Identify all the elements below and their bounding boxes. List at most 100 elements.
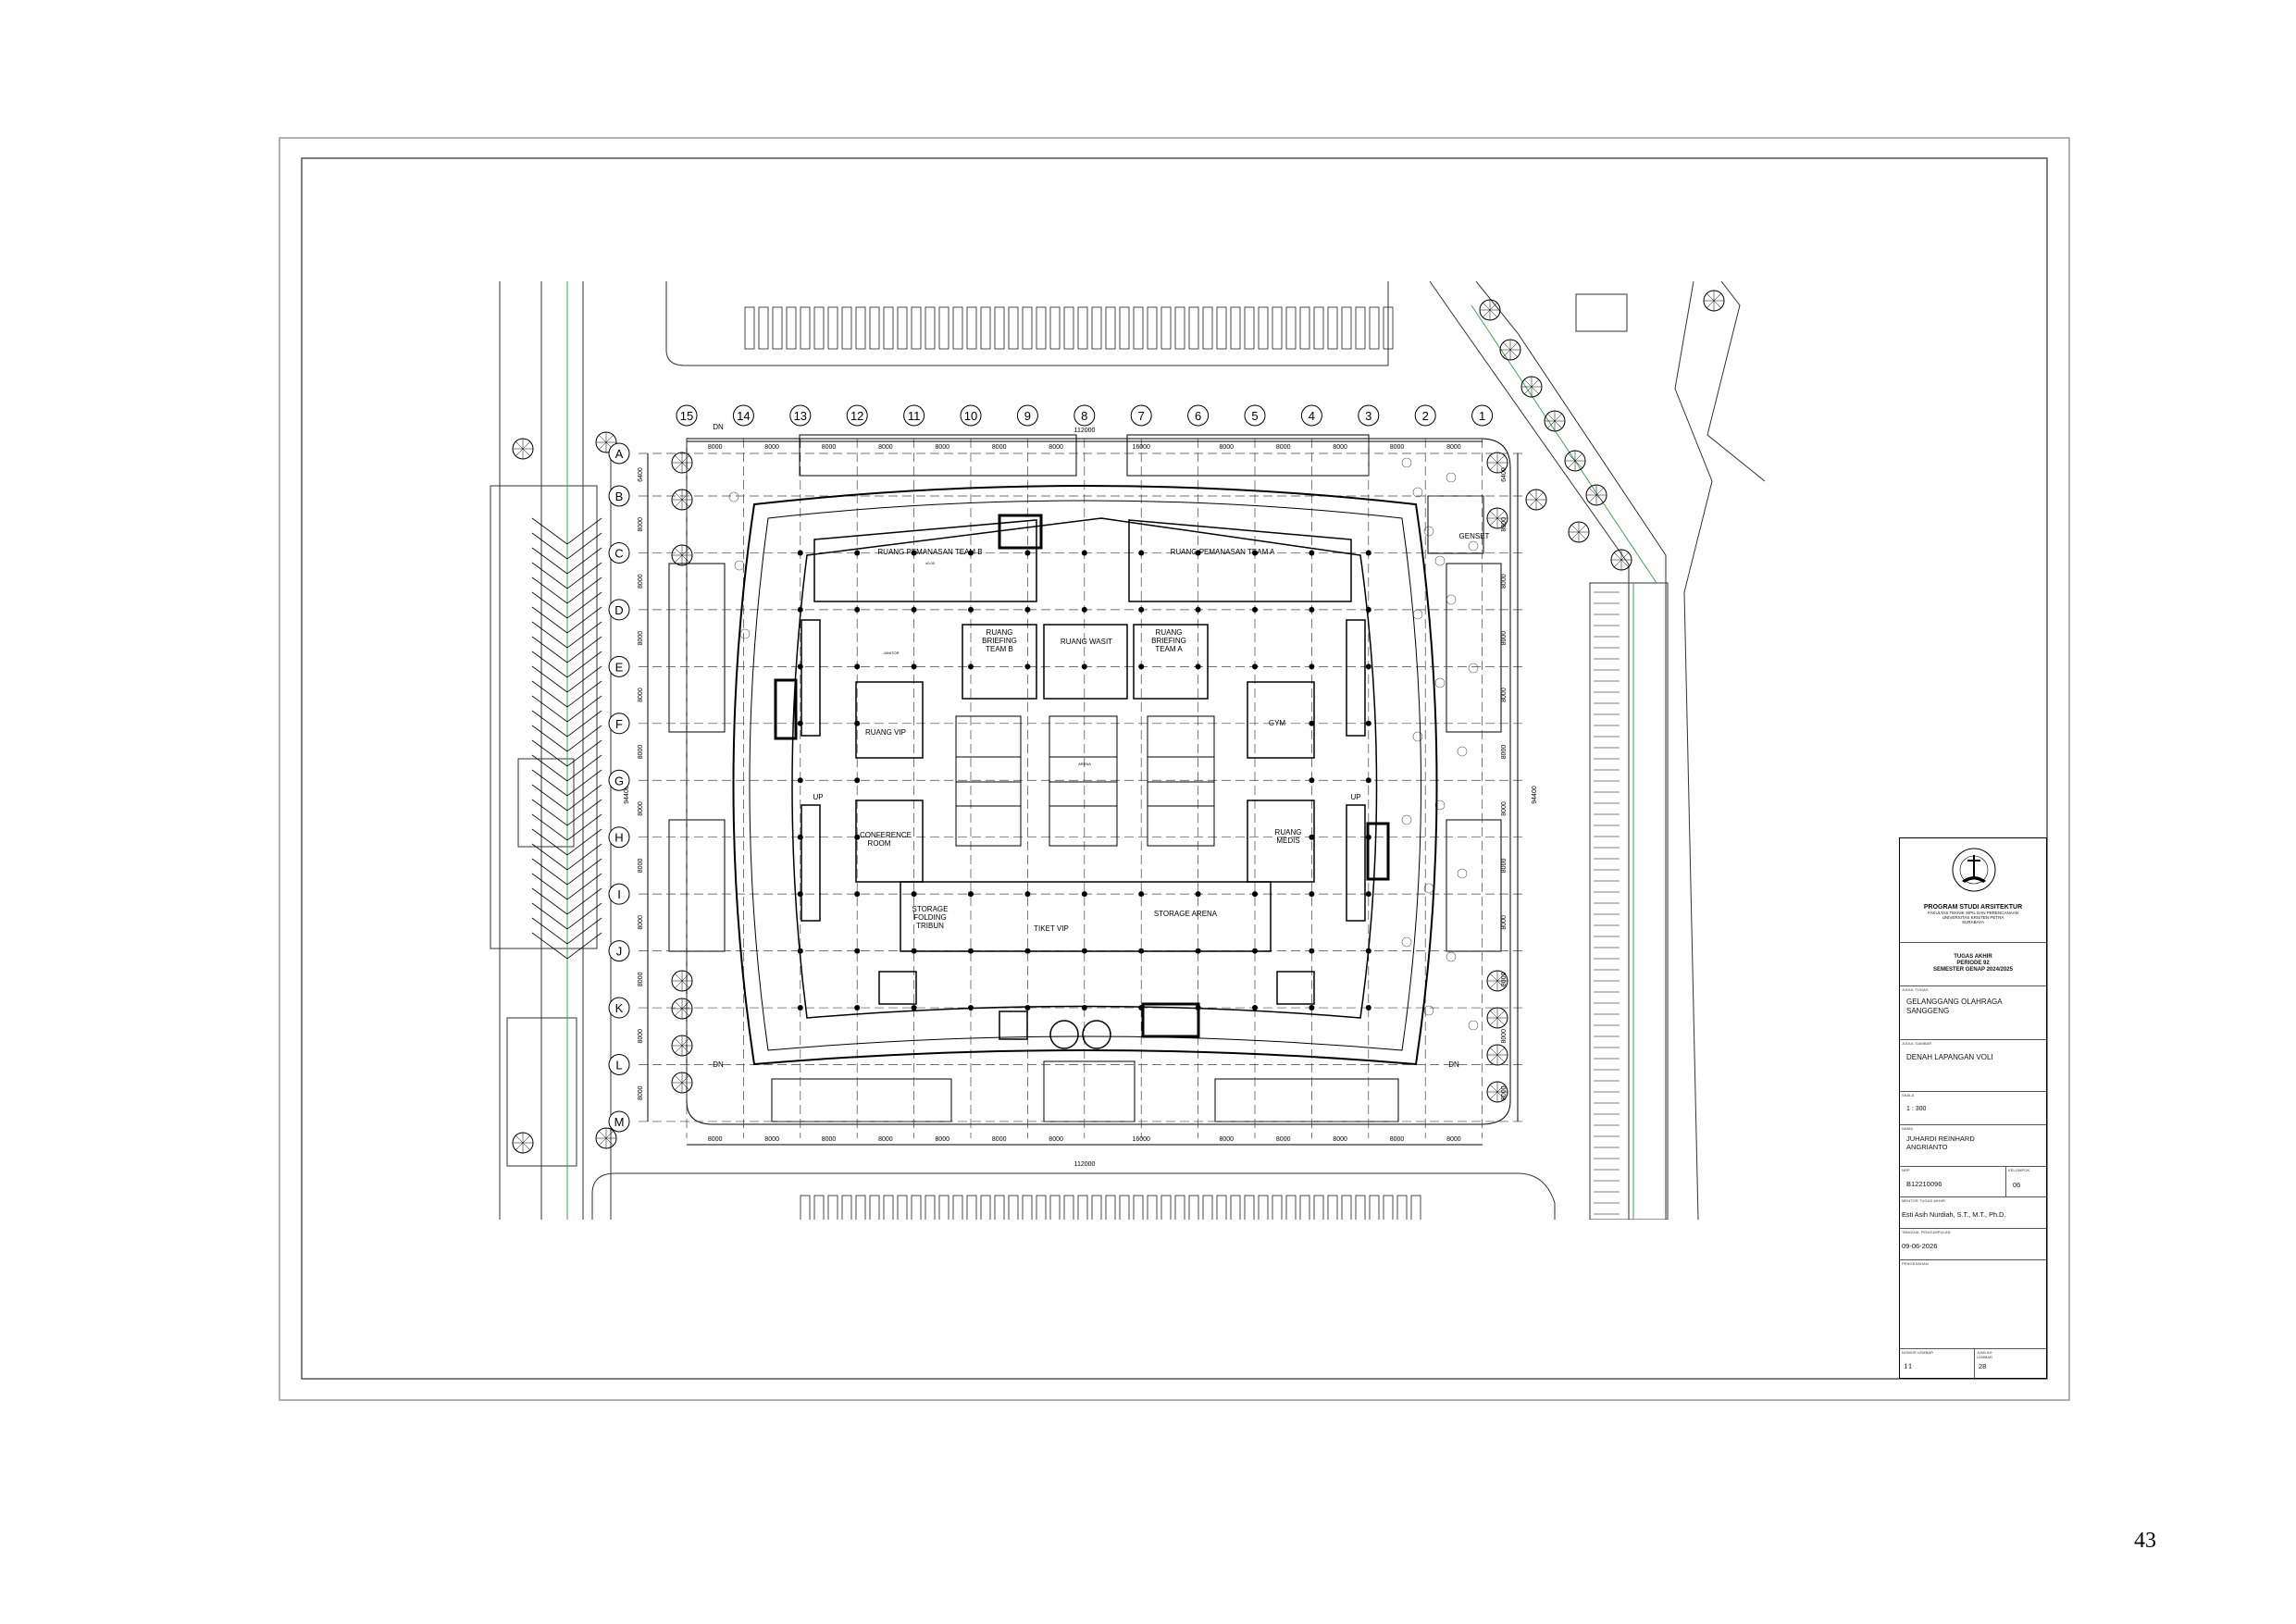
tree-branch: [1578, 531, 1586, 539]
grid-label-col: 14: [737, 409, 750, 423]
tree-branch: [1490, 1010, 1498, 1019]
university-logo-icon: [1952, 848, 1996, 892]
parking-chevron: [531, 932, 602, 960]
tree-branch: [681, 554, 689, 563]
dimension-row: 8000: [638, 631, 644, 646]
building-envelope-outer-2: [749, 500, 1421, 1051]
label-conference-1: CONFERENCE: [860, 831, 912, 839]
tree-branch: [1595, 494, 1604, 502]
label-tiket-vip: TIKET VIP: [1034, 924, 1069, 933]
shrub: [1468, 663, 1479, 674]
tree-icon: [512, 438, 534, 460]
outer-frame: [279, 137, 2070, 1401]
parking-chevron: [531, 636, 602, 663]
court-outline: [1049, 715, 1118, 847]
stair-dn-bottom-left: DN: [713, 1060, 724, 1069]
parking-stall-bottom: [1091, 1195, 1102, 1220]
structural-column: [797, 663, 803, 670]
tree-icon: [1564, 450, 1586, 472]
grid-bubble-col: [1187, 404, 1210, 427]
tree-branch: [605, 435, 614, 443]
dimension-bottom: 8000: [1276, 1136, 1291, 1143]
grid-label-row: G: [614, 774, 624, 787]
tb-city: SURABAYA: [1962, 920, 1984, 924]
shrub: [1446, 594, 1457, 605]
tree-branch: [1614, 559, 1622, 567]
parking-stall-bottom: [1299, 1195, 1310, 1220]
tree-branch: [675, 1075, 683, 1084]
parking-chevron: [531, 887, 602, 915]
shrub: [1446, 951, 1457, 962]
parking-stall-bottom: [1049, 1195, 1061, 1220]
dimension-bottom: 8000: [878, 1136, 893, 1143]
structural-column: [1252, 606, 1258, 613]
tree-icon: [1499, 339, 1521, 361]
tb-tanggal-section: TANGGAL PENGUMPULAN 09-06-2026: [1900, 1229, 2046, 1260]
tree-icon: [1610, 549, 1632, 571]
tree-icon: [671, 970, 693, 992]
tree-branch: [681, 548, 689, 556]
grid-label-row: K: [615, 1001, 624, 1015]
tree-branch: [1706, 293, 1715, 302]
structural-column: [854, 720, 861, 726]
label-storage-tribun-2: FOLDING: [913, 913, 947, 922]
grid-bubble-row: [608, 485, 630, 507]
dimension-row: 8000: [638, 972, 644, 986]
parking-stall-bottom: [883, 1195, 894, 1220]
label-storage-arena: STORAGE ARENA: [1154, 910, 1218, 918]
court-outline: [1147, 715, 1215, 847]
tree-icon: [595, 1127, 617, 1149]
tb-program: PROGRAM STUDI ARSITEKTUR: [1923, 904, 2023, 911]
tree-branch: [1483, 309, 1491, 317]
parking-stall-top: [1063, 306, 1074, 350]
grid-bubble-row: [608, 599, 630, 621]
grid-label-row: D: [614, 603, 623, 617]
grid-bubble-row: [608, 883, 630, 905]
structural-column: [1138, 891, 1145, 898]
tb-semester: SEMESTER GENAP 2024/2025: [1933, 967, 2013, 973]
tree-branch: [1535, 492, 1544, 501]
grid-label-col: 10: [964, 409, 977, 423]
structural-column: [1309, 777, 1315, 784]
parking-stall-bottom: [952, 1195, 963, 1220]
parking-chevron: [531, 917, 602, 945]
tree-branch: [605, 1131, 614, 1139]
parking-stall-top: [786, 306, 797, 350]
tree-icon: [1544, 410, 1566, 432]
structural-column: [1024, 1005, 1031, 1011]
parking-stall-top: [1369, 306, 1380, 350]
tree-branch: [1509, 342, 1518, 351]
dimension-row-right: 8000: [1501, 1085, 1508, 1100]
tb-mentor-label: MENTOR TUGAS AKHIR: [1902, 1198, 1945, 1203]
structural-column: [1024, 550, 1031, 556]
shrub: [1401, 457, 1412, 468]
tb-lembar-section: NOMOR LEMBAR 11 JUMLAH LEMBAR 28: [1900, 1349, 2046, 1380]
parking-stall-bottom: [897, 1195, 908, 1220]
parking-chevron: [531, 754, 602, 782]
shrub: [1401, 936, 1412, 948]
tree-branch: [599, 1131, 607, 1139]
tree-branch: [1713, 300, 1721, 308]
structural-column: [1081, 550, 1087, 556]
structural-column: [1024, 891, 1031, 898]
parking-stall-top: [1216, 306, 1227, 350]
tree-branch: [1503, 349, 1511, 357]
tree-branch: [1614, 552, 1622, 561]
tb-periode: PERIODE 92: [1956, 961, 1990, 966]
parking-stall-top: [1327, 306, 1338, 350]
parking-stall-bottom: [1008, 1195, 1019, 1220]
label-genset: GENSET: [1459, 532, 1490, 540]
tree-icon: [671, 452, 693, 474]
structural-column: [1138, 663, 1145, 670]
level-mark: ±0.00: [925, 561, 936, 565]
tree-branch: [1509, 349, 1518, 357]
tree-icon: [671, 489, 693, 511]
tree-branch: [1496, 973, 1505, 982]
tree-icon: [671, 1072, 693, 1094]
grid-label-col: 1: [1479, 409, 1485, 423]
parking-stall-bottom: [1077, 1195, 1088, 1220]
tree-icon: [1479, 299, 1501, 321]
grid-bubble-col: [1358, 404, 1380, 427]
tree-branch: [1524, 386, 1533, 394]
inner-frame: [301, 157, 2048, 1380]
